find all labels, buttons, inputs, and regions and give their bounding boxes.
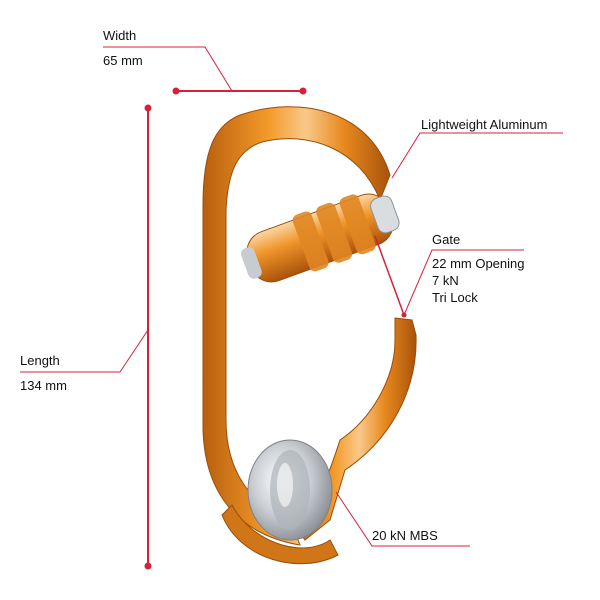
gate-leader (403, 249, 524, 316)
pulley-sheave (247, 439, 333, 541)
gate-opening: 22 mm Opening (432, 256, 525, 271)
material-leader (391, 132, 563, 179)
gate-strength: 7 kN (432, 273, 459, 288)
material-label: Lightweight Aluminum (421, 117, 548, 132)
mbs-leader (335, 491, 470, 547)
mbs-label: 20 kN MBS (372, 528, 438, 543)
length-value: 134 mm (20, 378, 67, 393)
width-label: Width (103, 28, 137, 43)
width-leader (103, 46, 233, 92)
gate-label: Gate (432, 232, 461, 247)
gate-opening-line (374, 235, 405, 316)
carabiner-base (221, 504, 339, 565)
carabiner-spine (202, 106, 391, 546)
gate-lock-type: Tri Lock (432, 290, 478, 305)
length-label: Length (20, 353, 60, 368)
length-leader (20, 329, 149, 373)
locking-sleeve (241, 193, 400, 283)
width-value: 65 mm (103, 53, 143, 68)
